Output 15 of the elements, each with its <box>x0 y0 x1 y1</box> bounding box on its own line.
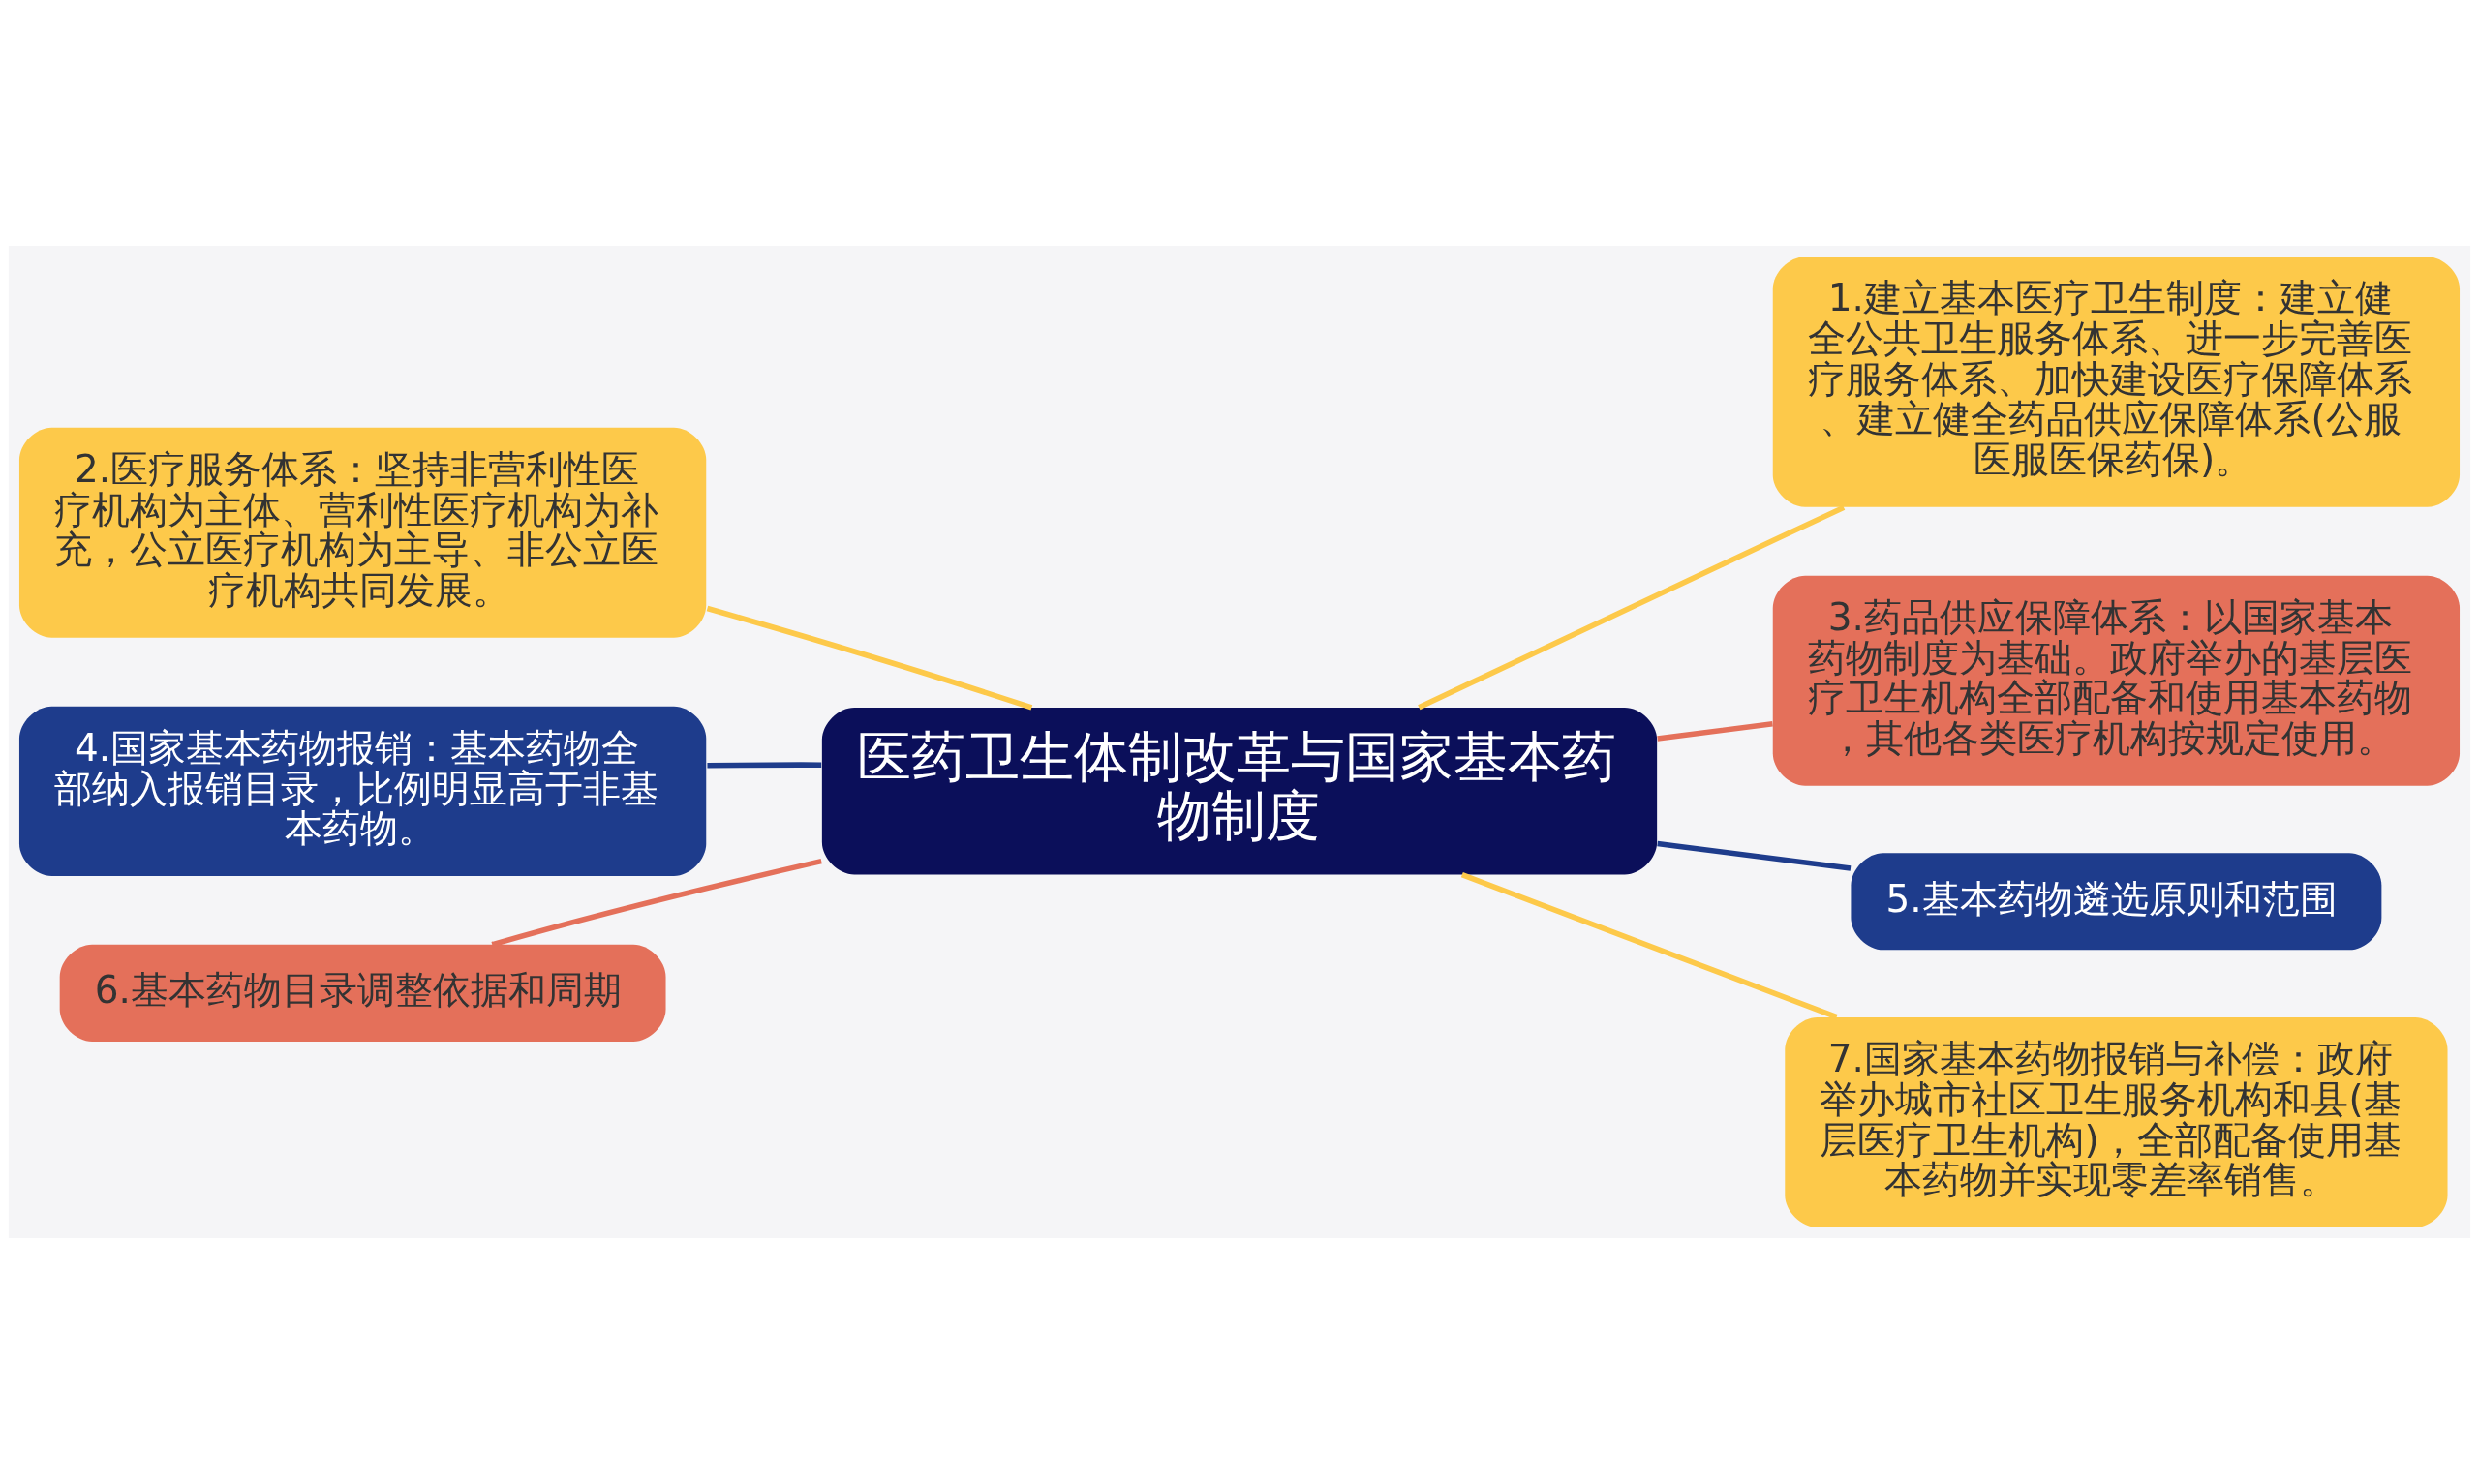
node-box: 1.建立基本医疗卫生制度：建立健全公共卫生服务体系、进一步完善医疗服务体系、加快建设医疗保障体系、建立健全药品供应保障体系(公服医服医保药保)。 <box>1772 257 2461 507</box>
node-box: 3.药品供应保障体系：以国家基本药物制度为基础。政府举办的基层医疗卫生机构全部配备和使用基本药物，其他各类医疗机构按规定使用。 <box>1772 575 2461 786</box>
connector <box>1657 721 1773 742</box>
node-box: 4.国家基本药物报销：基本药物全部纳入报销目录，比例明显高于非基本药物。 <box>18 706 707 876</box>
connector <box>707 762 822 769</box>
node-box: 7.国家基本药物报销与补偿：政府举办城市社区卫生服务机构和县(基层医疗卫生机构)，全部配备使用基本药物并实现零差率销售。 <box>1785 1016 2448 1227</box>
node-box: 2.医疗服务体系：坚持非营利性医疗机构为主体、营利性医疗机构为补充，公立医疗机构为主导、非公立医疗机构共同发展。 <box>18 427 707 638</box>
node-box: 6.基本药物目录调整依据和周期 <box>59 944 666 1042</box>
node-box: 医药卫生体制改革与国家基本药物制度 <box>821 708 1658 875</box>
connector <box>1418 504 1846 711</box>
connector <box>1460 872 1838 1020</box>
connector <box>491 858 822 948</box>
connector <box>1657 840 1852 871</box>
connector <box>706 605 1033 711</box>
node-box: 5.基本药物遴选原则和范围 <box>1851 853 2382 951</box>
